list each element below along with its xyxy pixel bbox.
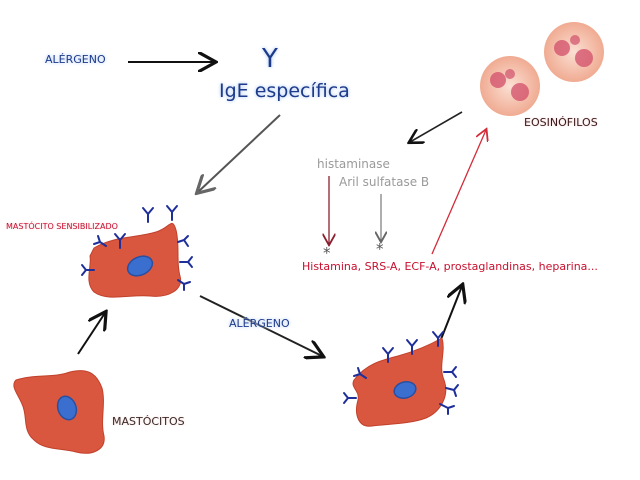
ige-symbol: Y	[262, 44, 278, 74]
arrow-mediators-to-eosinophils	[431, 130, 486, 255]
label-mastocitos: MASTÓCITOS	[112, 415, 185, 428]
ige-receptors-activated	[343, 331, 459, 415]
arrow-eosinophils-to-enzymes	[410, 111, 463, 142]
eosinophil-2	[544, 22, 604, 82]
label-aril-sulfatase: Aril sulfatase B	[339, 175, 430, 189]
arrow-ige-to-sensitized	[198, 114, 281, 192]
activated-nucleus	[393, 381, 417, 399]
label-eosinofilos: EOSINÓFILOS	[524, 116, 598, 129]
ige-receptors-sensitized	[81, 205, 193, 291]
label-mediators: Histamina, SRS-A, ECF-A, prostaglandinas…	[302, 260, 598, 273]
sensitized-nucleus	[126, 255, 154, 277]
mast-cell-nucleus	[56, 395, 78, 421]
mast-cell	[13, 370, 105, 454]
label-mastocito-sensibilizado: MASTÓCITO SENSIBILIZADO	[6, 222, 118, 231]
asterisk-aril: *	[376, 240, 384, 258]
arrow-sensitized-to-degranulating	[199, 295, 322, 356]
label-ige-especifica: IgE específica	[219, 80, 350, 102]
label-alergeno-top: ALÉRGENO	[45, 53, 106, 66]
label-histaminase: histaminase	[317, 157, 390, 171]
arrow-mastocito-up	[77, 313, 105, 355]
activated-mast-cell	[352, 337, 447, 427]
eosinophil-1	[480, 56, 540, 116]
label-alergeno-mid: ALÉRGENO	[229, 317, 290, 330]
sensitized-mast-cell	[88, 222, 182, 298]
asterisk-histaminase: *	[323, 244, 331, 262]
